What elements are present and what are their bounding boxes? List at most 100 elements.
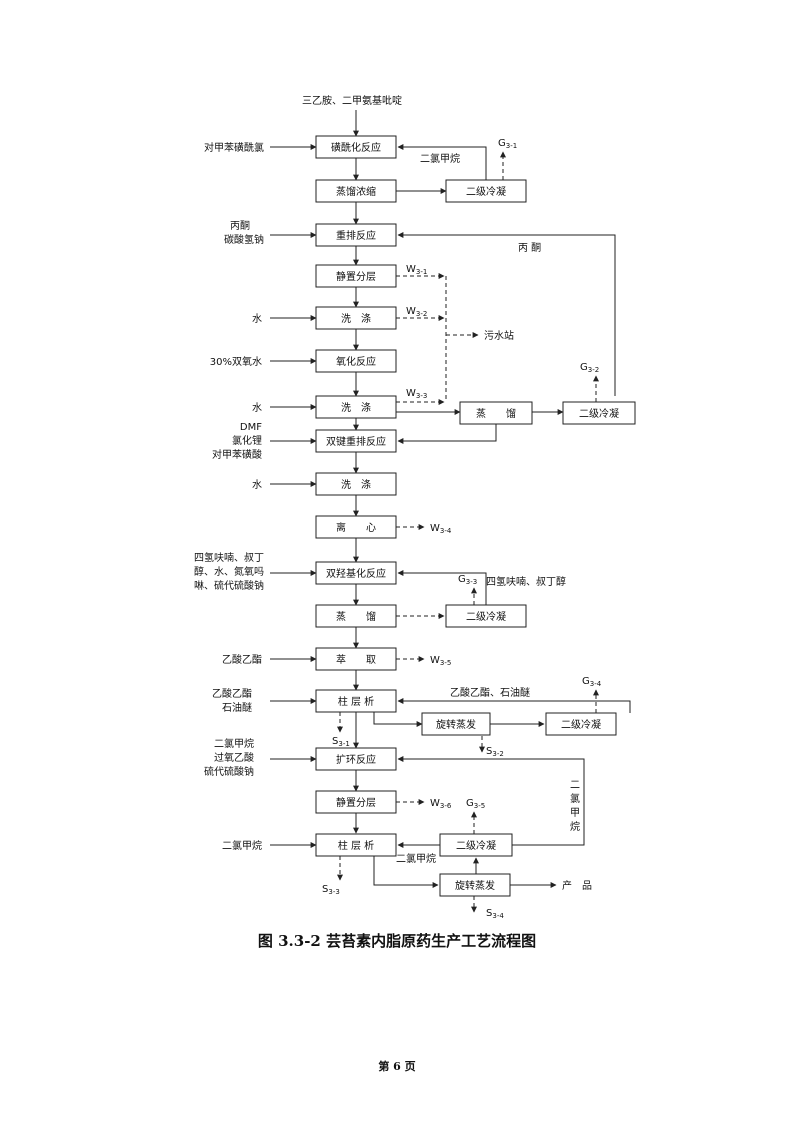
step-ring-expansion: 扩环反应 [315,747,397,771]
input-dihydrox-line-2: 醇、水、氮氧吗 [194,565,264,578]
emission-w6: W3-6 [430,798,452,810]
emission-w5: W3-5 [430,655,451,667]
svg-text:氧化反应: 氧化反应 [336,355,376,368]
input-tscl: 对甲苯磺酰氯 [204,141,264,154]
recycle-dcm-vertical-2: 氯 [570,792,580,805]
input-column-line-2: 石油醚 [222,701,252,714]
step-condense-1: 二级冷凝 [445,179,527,203]
input-dihydrox-line-3: 啉、硫代硫酸钠 [194,579,264,592]
input-water-2: 水 [252,402,262,414]
svg-text:蒸馏浓缩: 蒸馏浓缩 [336,185,376,198]
input-top: 三乙胺、二甲氨基吡啶 [302,94,402,107]
step-rotary-1: 旋转蒸发 [421,712,491,736]
input-dcm-column-2: 二氯甲烷 [222,839,262,852]
emission-g5: G3-5 [466,798,485,810]
figure-caption: 图 3.3-2 芸苔素内脂原药生产工艺流程图 [257,932,537,950]
emission-g1: G3-1 [498,138,517,150]
emission-g4: G3-4 [582,676,602,688]
input-dmf: DMF [240,422,262,433]
svg-text:旋转蒸发: 旋转蒸发 [436,718,476,731]
recycle-dcm-vertical-3: 甲 [570,808,580,819]
input-sodium-bisulfite: 碳酸氢钠 [224,233,264,246]
input-ring-line-2: 过氧乙酸 [214,751,254,764]
input-water-3: 水 [252,479,262,491]
step-wash-3: 洗 涤 [315,472,397,496]
step-extraction: 萃 取 [315,647,397,671]
recycle-dcm-1: 二氯甲烷 [420,152,460,165]
input-water-1: 水 [252,313,262,325]
step-oxidation: 氧化反应 [315,349,397,373]
recycle-acetone: 丙 酮 [518,242,541,254]
svg-text:离 心: 离 心 [336,521,376,534]
wastewater-station: 污水站 [484,329,514,342]
svg-text:萃 取: 萃 取 [336,654,376,666]
step-double-bond-rearrangement: 双键重排反应 [315,429,397,453]
emission-w2: W3-2 [406,306,427,318]
svg-text:静置分层: 静置分层 [336,796,376,809]
step-distill-1: 蒸 馏 [315,604,397,628]
svg-text:蒸 馏: 蒸 馏 [336,610,376,623]
svg-text:洗 涤: 洗 涤 [341,312,371,325]
step-condense-5: 二级冷凝 [439,833,513,857]
emission-w4: W3-4 [430,523,452,535]
svg-text:二级冷凝: 二级冷凝 [579,407,619,420]
step-settle-2: 静置分层 [315,790,397,814]
input-licl: 氯化锂 [232,434,262,447]
emission-w3: W3-3 [406,388,427,400]
svg-text:洗 涤: 洗 涤 [341,478,371,491]
step-sulfonylation: 磺酰化反应 [315,135,397,159]
step-wash-1: 洗 涤 [315,306,397,330]
input-acetone: 丙酮 [230,220,250,232]
input-ring-line-1: 二氯甲烷 [214,737,254,750]
product-output: 产 品 [562,879,592,892]
emission-g3: G3-3 [458,574,477,586]
svg-text:扩环反应: 扩环反应 [336,753,376,766]
input-dihydrox-line-1: 四氢呋喃、叔丁 [194,551,264,564]
step-condense-3: 二级冷凝 [445,604,527,628]
svg-text:双羟基化反应: 双羟基化反应 [326,567,386,580]
svg-text:二级冷凝: 二级冷凝 [466,185,506,198]
recycle-thf-tbuoh: 四氢呋喃、叔丁醇 [486,575,566,588]
emission-s4: S3-4 [486,908,504,920]
step-centrifuge: 离 心 [315,515,397,539]
step-column-2: 柱 层 析 [315,833,397,857]
step-dihydroxylation: 双羟基化反应 [315,561,397,585]
input-tsoh: 对甲苯磺酸 [212,448,262,461]
emission-s2: S3-2 [486,746,504,758]
step-rotary-2: 旋转蒸发 [439,873,511,897]
step-column-1: 柱 层 析 [315,689,397,713]
svg-text:旋转蒸发: 旋转蒸发 [455,879,495,892]
emission-g2: G3-2 [580,362,599,374]
emission-s3: S3-3 [322,884,340,896]
svg-text:双键重排反应: 双键重排反应 [326,435,386,448]
input-ethyl-acetate: 乙酸乙酯 [222,653,262,666]
emission-s1: S3-1 [332,736,350,748]
recycle-dcm-vertical-1: 二 [570,780,580,791]
step-distill-2: 蒸 馏 [459,401,533,425]
step-condense-2: 二级冷凝 [562,401,636,425]
svg-text:静置分层: 静置分层 [336,270,376,283]
svg-text:重排反应: 重排反应 [336,229,376,242]
svg-text:柱 层 析: 柱 层 析 [338,695,374,708]
recycle-ea-pe: 乙酸乙酯、石油醚 [450,686,530,699]
input-ring-line-3: 硫代硫酸钠 [204,765,254,778]
step-condense-4: 二级冷凝 [545,712,617,736]
svg-text:二级冷凝: 二级冷凝 [466,610,506,623]
svg-text:二级冷凝: 二级冷凝 [456,839,496,852]
step-evap-concentrate: 蒸馏浓缩 [315,179,397,203]
step-wash-2: 洗 涤 [315,395,397,419]
svg-text:二级冷凝: 二级冷凝 [561,718,601,731]
recycle-dcm-vertical-4: 烷 [570,820,580,833]
recycle-dcm-2: 二氯甲烷 [396,852,436,865]
step-rearrangement: 重排反应 [315,223,397,247]
step-settle-1: 静置分层 [315,264,397,288]
input-column-line-1: 乙酸乙酯 [212,687,252,700]
page-number: 第 6 页 [378,1060,416,1073]
input-peroxide: 30%双氧水 [210,355,262,368]
flow-connectors [270,110,631,913]
svg-text:磺酰化反应: 磺酰化反应 [331,141,381,154]
svg-text:柱 层 析: 柱 层 析 [338,839,374,852]
emission-w1: W3-1 [406,264,427,276]
svg-text:蒸 馏: 蒸 馏 [476,407,516,420]
